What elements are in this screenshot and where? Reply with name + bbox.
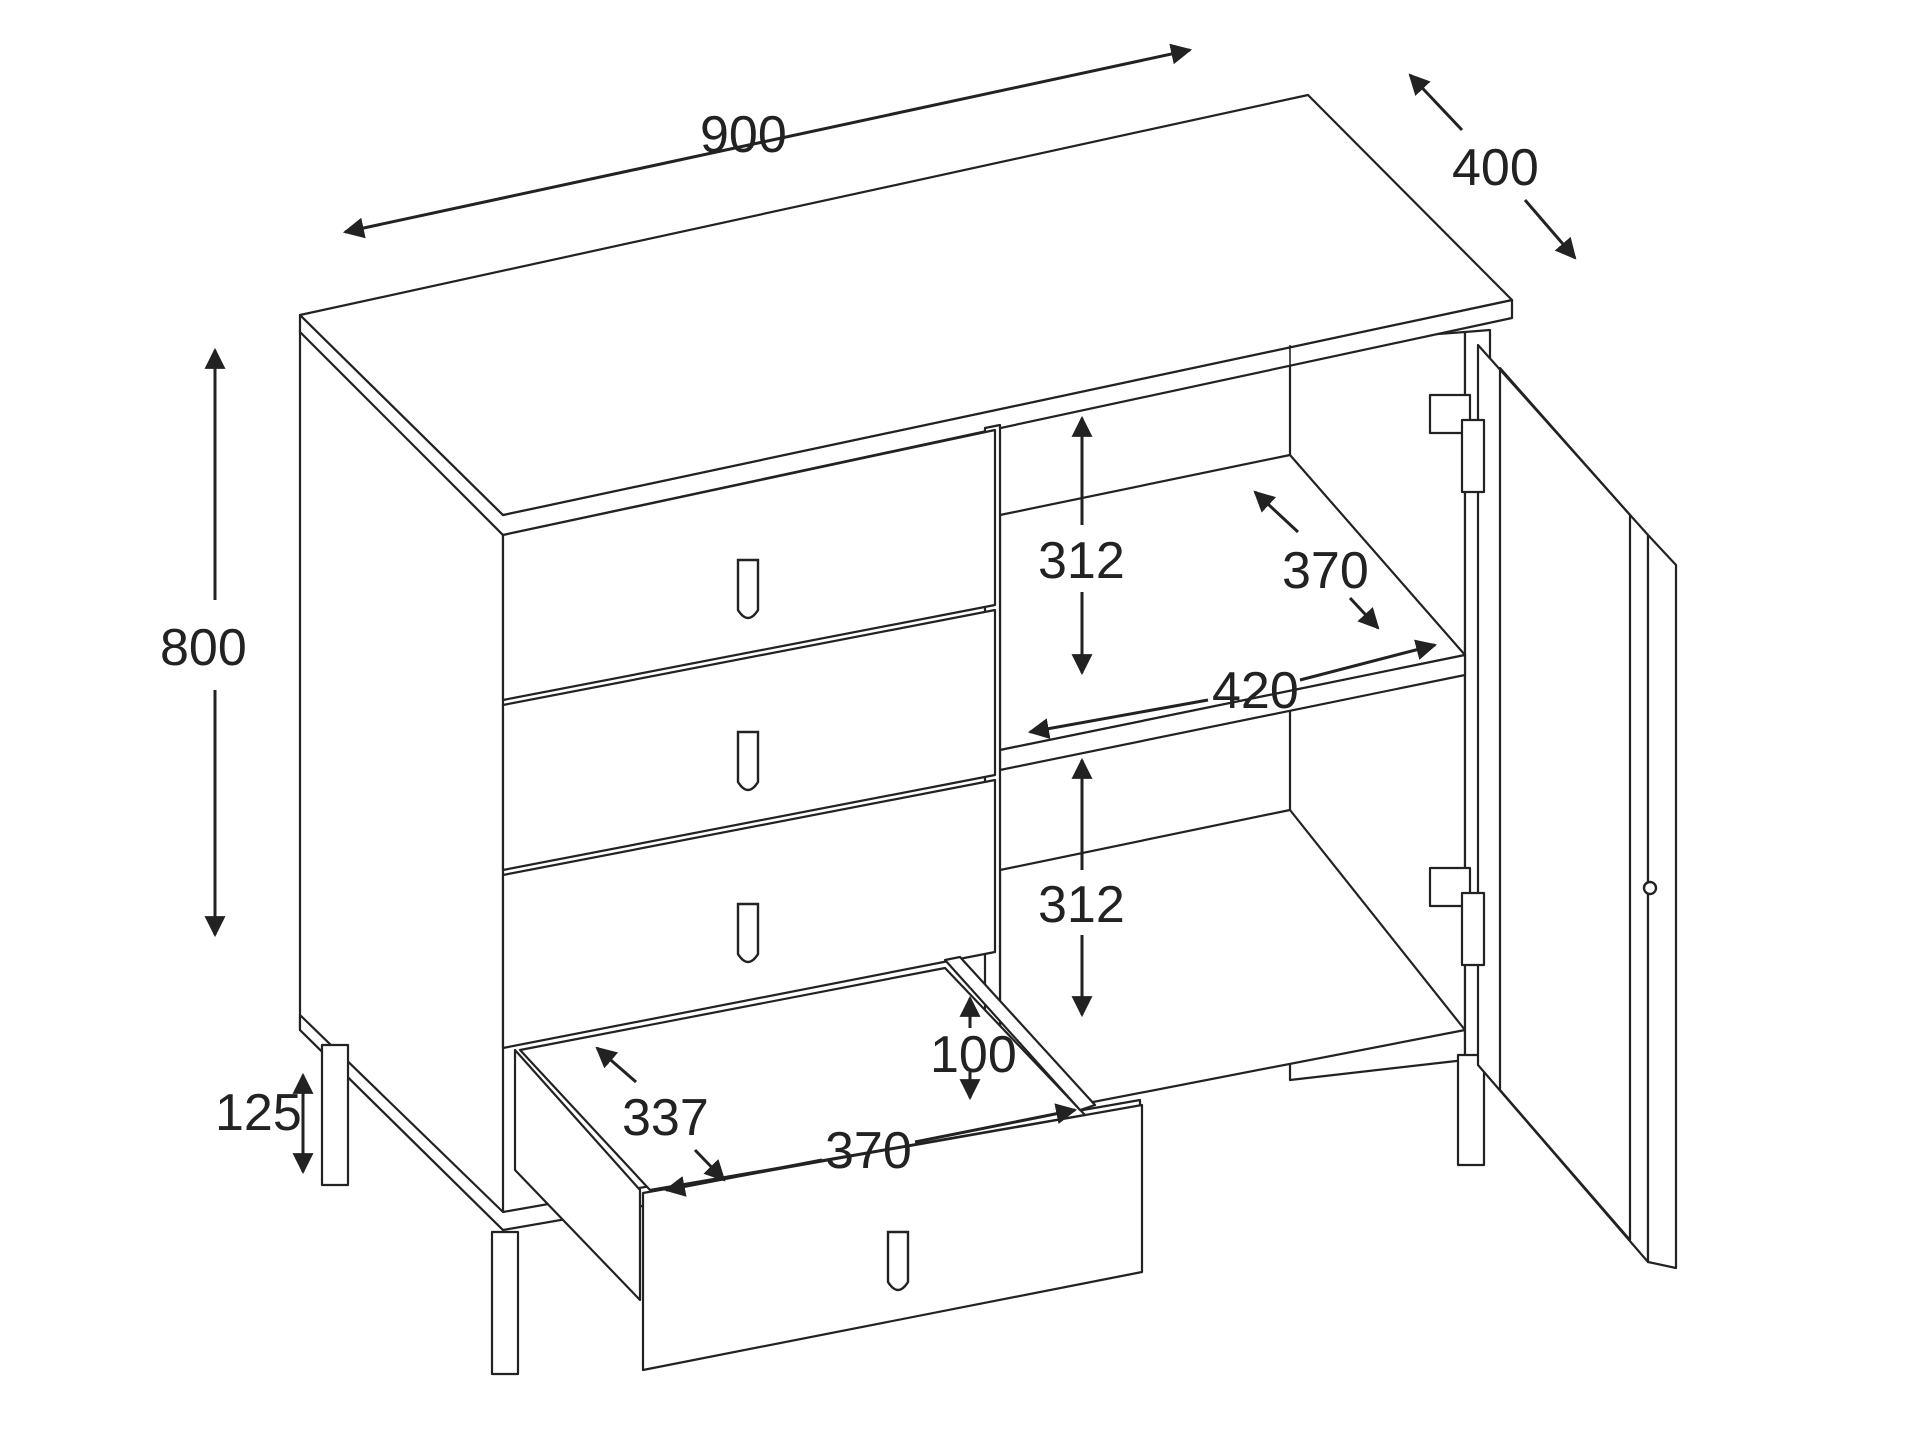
drawer-stack <box>501 428 997 1050</box>
leg-back-left <box>320 1043 350 1187</box>
door-panel[interactable] <box>1476 343 1650 1264</box>
dim-drawer-depth-label: 337 <box>622 1089 709 1147</box>
dim-depth-label: 400 <box>1452 139 1539 197</box>
dimension-lines <box>204 43 1577 1197</box>
open-drawer-left-side <box>513 1048 642 1302</box>
dim-shelf-width-label: 420 <box>1212 662 1299 720</box>
open-drawer-right-side <box>943 955 1097 1112</box>
door-inner-frame <box>1498 366 1632 1242</box>
drawer-1-handle-icon[interactable] <box>736 558 760 620</box>
dim-shelf-depth-label: 370 <box>1282 542 1369 600</box>
dim-leg-height-label: 125 <box>215 1084 302 1142</box>
drawer-3-handle-icon[interactable] <box>736 902 760 964</box>
open-drawer-handle-icon[interactable] <box>886 1230 910 1292</box>
legs <box>320 1043 1486 1376</box>
cabinet-body <box>298 93 1514 1232</box>
dim-width-label: 900 <box>700 106 787 164</box>
hinge-bottom-icon <box>1428 866 1486 967</box>
dim-drawer-height-label: 100 <box>930 1026 1017 1084</box>
door-knob-icon[interactable] <box>1642 880 1658 896</box>
dim-drawer-width-label: 370 <box>825 1122 912 1180</box>
dimension-labels: 900 400 800 125 312 312 370 420 100 337 … <box>160 106 1539 1180</box>
drawer-2-handle-icon[interactable] <box>736 730 760 792</box>
dim-shelf-lower-height-label: 312 <box>1038 876 1125 934</box>
door-edge <box>1646 533 1678 1270</box>
dim-height-label: 800 <box>160 619 247 677</box>
open-door <box>1428 343 1678 1270</box>
leg-back-right <box>1456 1053 1486 1167</box>
leg-front-left <box>490 1230 520 1376</box>
hinge-top-icon <box>1428 393 1486 494</box>
dim-shelf-upper-height-label: 312 <box>1038 532 1125 590</box>
